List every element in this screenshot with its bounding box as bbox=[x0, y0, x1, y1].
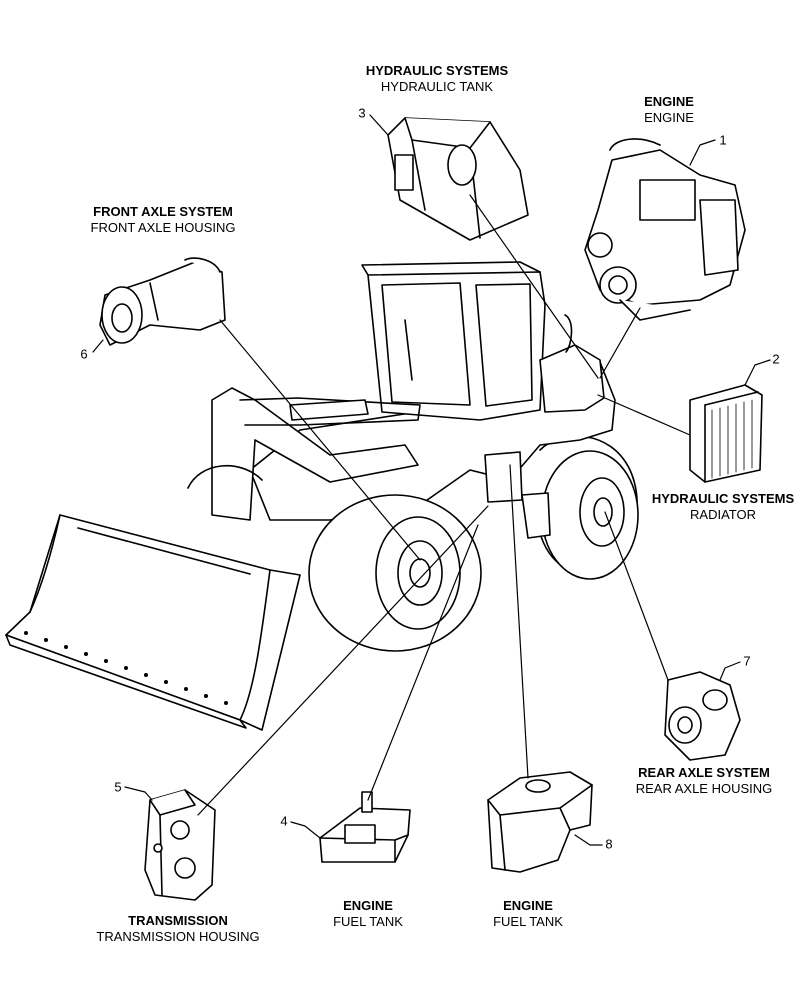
system-name: HYDRAULIC SYSTEMS bbox=[651, 491, 795, 506]
label-radiator: HYDRAULIC SYSTEMS RADIATOR bbox=[652, 491, 794, 523]
wheel-loader-illustration bbox=[5, 261, 639, 731]
system-name: FRONT AXLE SYSTEM bbox=[93, 204, 233, 219]
system-name: HYDRAULIC SYSTEMS bbox=[365, 63, 509, 78]
part-name: FRONT AXLE HOUSING bbox=[90, 220, 236, 235]
system-name: TRANSMISSION bbox=[128, 913, 228, 928]
transmission-housing-part-illustration bbox=[144, 789, 216, 901]
radiator-part-illustration bbox=[689, 384, 763, 483]
callout-number: 6 bbox=[80, 346, 88, 362]
label-fuel-tank-8: ENGINE FUEL TANK bbox=[493, 898, 563, 930]
callout-number: 4 bbox=[280, 813, 288, 829]
part-name: RADIATOR bbox=[690, 507, 756, 522]
callout-number: 2 bbox=[772, 351, 780, 367]
fuel-tank-4-part-illustration bbox=[319, 791, 411, 863]
callout-number: 3 bbox=[358, 105, 366, 121]
part-name: TRANSMISSION HOUSING bbox=[96, 929, 260, 944]
front-axle-housing-part-illustration bbox=[99, 257, 226, 346]
system-name: ENGINE bbox=[503, 898, 553, 913]
system-name: ENGINE bbox=[343, 898, 393, 913]
engine-part-illustration bbox=[584, 138, 746, 321]
fuel-tank-8-part-illustration bbox=[487, 771, 593, 873]
part-name: FUEL TANK bbox=[333, 914, 403, 929]
part-name: FUEL TANK bbox=[493, 914, 563, 929]
system-name: REAR AXLE SYSTEM bbox=[638, 765, 770, 780]
label-rear-axle: REAR AXLE SYSTEM REAR AXLE HOUSING bbox=[636, 765, 773, 797]
callout-number: 7 bbox=[743, 653, 751, 669]
callout-number: 1 bbox=[719, 132, 727, 148]
label-front-axle: FRONT AXLE SYSTEM FRONT AXLE HOUSING bbox=[91, 204, 236, 236]
callout-number: 8 bbox=[605, 836, 613, 852]
part-name: HYDRAULIC TANK bbox=[380, 79, 494, 94]
label-hydraulic-tank: HYDRAULIC SYSTEMS HYDRAULIC TANK bbox=[366, 63, 508, 95]
rear-axle-housing-part-illustration bbox=[664, 671, 741, 761]
label-fuel-tank-4: ENGINE FUEL TANK bbox=[333, 898, 403, 930]
part-name: ENGINE bbox=[644, 110, 694, 125]
label-engine: ENGINE ENGINE bbox=[644, 94, 694, 126]
leader-lines bbox=[92, 114, 771, 846]
label-transmission: TRANSMISSION TRANSMISSION HOUSING bbox=[96, 913, 259, 945]
callout-number: 5 bbox=[114, 779, 122, 795]
hydraulic-tank-part-illustration bbox=[387, 117, 529, 241]
system-name: ENGINE bbox=[644, 94, 694, 109]
part-name: REAR AXLE HOUSING bbox=[635, 781, 773, 796]
